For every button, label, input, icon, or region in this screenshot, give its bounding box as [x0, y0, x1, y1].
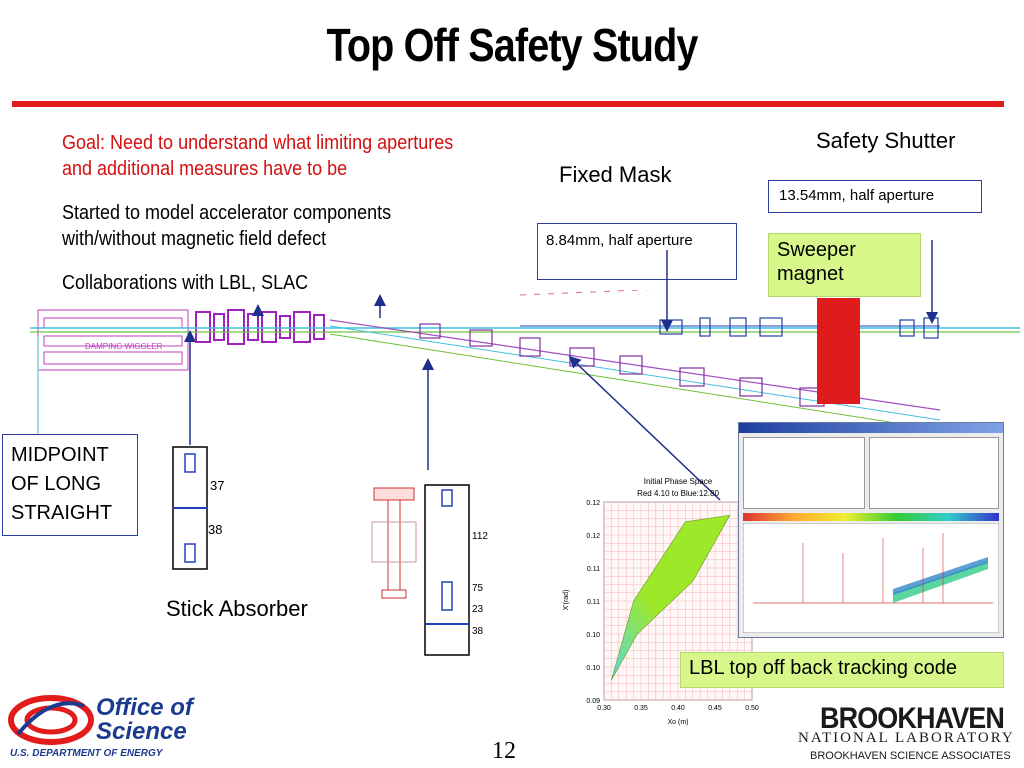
chart-y-tick: 0.12 — [586, 533, 600, 540]
sim-element-table — [869, 437, 999, 509]
shutter-aperture-box: 13.54mm, half aperture — [768, 180, 982, 213]
simulation-window — [738, 422, 1004, 638]
chart-x-tick: 0.45 — [708, 705, 722, 712]
absorber-value-37: 37 — [210, 478, 225, 493]
chart-y-tick: 0.11 — [587, 566, 600, 573]
chart-y-tick: 0.11 — [587, 599, 600, 606]
chart-x-tick: 0.40 — [671, 705, 685, 712]
absorber-value-38: 38 — [208, 522, 223, 537]
absorber-value-38b: 38 — [472, 626, 484, 637]
office-logo-line1: Office of — [96, 694, 193, 721]
chart-x-tick: 0.35 — [634, 705, 648, 712]
page-number: 12 — [492, 738, 516, 764]
chart-title: Initial Phase Space — [644, 477, 713, 486]
midpoint-label: MIDPOINT OF LONG STRAIGHT — [2, 434, 138, 536]
sim-param-table — [743, 437, 865, 509]
absorber-value-112: 112 — [472, 531, 488, 542]
absorber-right-drawing — [424, 484, 470, 656]
lbl-code-label: LBL top off back tracking code — [680, 652, 1004, 688]
slide-title: Top Off Safety Study — [326, 19, 698, 71]
sim-titlebar — [739, 423, 1003, 433]
mask-aperture-box: 8.84mm, half aperture — [537, 223, 737, 280]
bullet-components: Started to model accelerator components … — [62, 202, 392, 250]
phase-space-region — [611, 514, 731, 681]
chart-y-tick: 0.10 — [586, 665, 600, 672]
sweeper-magnet-label: Sweeper magnet — [768, 233, 921, 297]
fixed-mask-label: Fixed Mask — [559, 162, 672, 187]
phase-arrow — [568, 355, 721, 501]
chart-x-tick: 0.50 — [745, 705, 759, 712]
sweeper-magnet-block — [817, 298, 860, 404]
title-divider — [12, 101, 1004, 107]
absorber-value-23: 23 — [472, 604, 484, 615]
office-science-logo-icon — [8, 695, 94, 745]
bnl-logo-line1: BROOKHAVEN — [820, 702, 1005, 735]
chart-y-tick: 0.10 — [586, 632, 600, 639]
sim-color-scale — [743, 513, 999, 521]
chart-subtitle: Red 4.10 to Blue:12.80 — [637, 489, 719, 498]
goal-text: Goal: Need to understand what limiting a… — [62, 132, 454, 180]
absorber-left-drawing — [172, 446, 208, 570]
safety-shutter-label: Safety Shutter — [816, 128, 956, 153]
absorber-value-75: 75 — [472, 583, 484, 594]
chart-x-tick: 0.30 — [597, 705, 611, 712]
wiggler-label: DAMPING WIGGLER — [85, 342, 163, 351]
chart-ylabel: X'(rad) — [563, 590, 570, 611]
chart-y-tick: 0.12 — [586, 500, 600, 507]
absorber-mechanical-drawing — [371, 487, 417, 599]
bnl-logo-line2: NATIONAL LABORATORY — [798, 730, 1015, 746]
bullet-collaborations: Collaborations with LBL, SLAC — [62, 272, 309, 294]
chart-y-tick: 0.09 — [586, 698, 600, 705]
office-logo-line3: U.S. DEPARTMENT OF ENERGY — [10, 748, 163, 759]
bnl-logo-line3: BROOKHAVEN SCIENCE ASSOCIATES — [810, 750, 1011, 762]
office-logo-line2: Science — [96, 718, 187, 745]
stick-absorber-label: Stick Absorber — [166, 596, 308, 621]
sim-plot — [743, 523, 999, 633]
chart-xlabel: Xo (m) — [668, 719, 689, 726]
